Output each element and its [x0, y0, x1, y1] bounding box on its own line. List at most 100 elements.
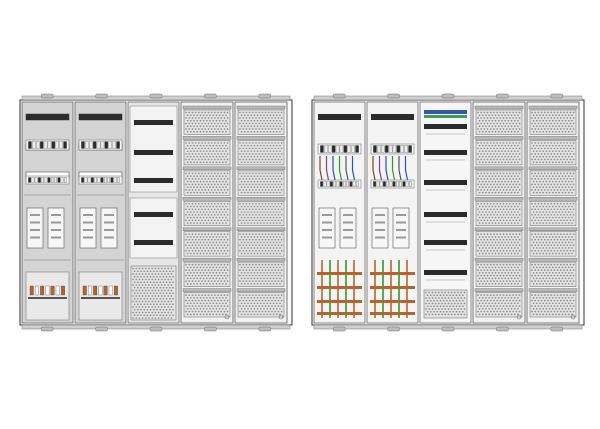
breaker-icon: [51, 141, 56, 149]
breaker-icon: [64, 177, 67, 183]
breaker-row: [317, 179, 362, 189]
breaker-icon: [28, 141, 32, 149]
perforated-panel: [183, 200, 231, 227]
wire: [378, 156, 383, 181]
cable-gland-icon: [40, 326, 54, 332]
meter-display-line: [375, 236, 385, 239]
din-rail: [371, 114, 414, 120]
meter-display-line: [396, 236, 406, 239]
perforated-panel: [423, 289, 468, 319]
cable-gland-icon: [258, 93, 272, 99]
breaker-icon: [82, 285, 87, 296]
meter-block: [100, 207, 118, 249]
meter-display-line: [322, 229, 332, 231]
breaker-icon: [329, 181, 333, 187]
breaker-icon: [400, 145, 404, 153]
wire: [345, 156, 349, 181]
meter-display-line: [343, 229, 353, 231]
din-rail: [25, 113, 70, 121]
rail-cap: [528, 227, 578, 231]
meter-block: [392, 207, 410, 249]
breaker-icon: [386, 181, 389, 187]
cable-gland-row: [40, 93, 272, 99]
screw-icon: [516, 314, 522, 320]
breaker-row: [317, 143, 362, 155]
busbar: [81, 297, 120, 299]
breaker-icon: [110, 177, 114, 183]
breaker-icon: [100, 141, 105, 149]
perforated-panel-bg: [475, 231, 523, 257]
breaker-icon: [408, 145, 412, 153]
screw-icon: [224, 314, 230, 320]
breaker-icon: [50, 285, 55, 296]
breaker-icon: [333, 181, 336, 187]
rails-column-open: [419, 101, 472, 324]
busbar: [317, 272, 362, 275]
rail-cap: [182, 166, 232, 171]
rail-column: [472, 101, 526, 324]
breaker-icon: [347, 145, 351, 153]
breaker-icon: [93, 285, 98, 296]
meter-block: [26, 207, 44, 249]
perforated-panel-bg: [183, 109, 231, 135]
breaker-icon: [98, 285, 103, 296]
perforated-panel: [529, 292, 577, 318]
perforated-panel: [183, 109, 231, 135]
breaker-icon: [392, 145, 397, 153]
din-rail: [134, 120, 173, 125]
wire: [404, 156, 409, 181]
meter-display-line: [30, 221, 40, 224]
breaker-icon: [346, 181, 349, 187]
meter-column: [21, 101, 74, 324]
meter-display-line: [343, 214, 353, 216]
cable-gland-icon: [40, 93, 54, 99]
breaker-row-bg: [78, 175, 123, 185]
perforated-panel-bg: [237, 170, 285, 196]
rail-cap: [182, 288, 232, 292]
din-rail: [424, 124, 467, 129]
breaker-icon: [355, 145, 359, 153]
perforated-panel: [475, 140, 523, 166]
breaker-icon: [114, 285, 118, 296]
wire: [338, 156, 343, 181]
breaker-icon: [113, 177, 117, 183]
breaker-icon: [373, 181, 376, 187]
din-rail: [134, 212, 173, 217]
perforated-panel: [529, 261, 577, 287]
breaker-icon: [382, 181, 386, 187]
perforated-panel: [475, 200, 523, 227]
cable-gland-icon: [149, 326, 163, 332]
perforated-panel-bg: [183, 261, 231, 287]
meter-display-line: [83, 214, 93, 216]
breaker-icon: [32, 141, 36, 149]
rail-cap: [236, 227, 286, 231]
cable-gland-row: [40, 326, 272, 332]
meter-block: [47, 207, 65, 249]
rail-cap: [236, 257, 286, 262]
cable-gland-icon: [204, 93, 217, 99]
rail-cap: [474, 166, 524, 171]
perforated-panel-bg: [237, 292, 285, 318]
breaker-icon: [39, 141, 44, 149]
perforated-panel: [529, 109, 577, 135]
perforated-panel: [475, 292, 523, 318]
cable-gland-icon: [204, 326, 217, 332]
perforated-panel-bg: [529, 140, 577, 166]
busbar: [28, 297, 67, 299]
din-rail: [78, 113, 123, 121]
breaker-icon: [324, 145, 328, 153]
perforated-panel: [475, 261, 523, 287]
breaker-icon: [87, 177, 91, 183]
perforated-panel-bg: [237, 140, 285, 166]
cable-gland-icon: [550, 93, 564, 99]
breaker-icon: [89, 141, 93, 149]
wire: [325, 156, 330, 181]
rail-cap: [528, 288, 578, 292]
cable-gland-icon: [95, 326, 108, 332]
rail-cap: [528, 166, 578, 171]
breaker-row-bg: [25, 139, 70, 151]
cable-gland-icon: [332, 326, 346, 332]
breaker-icon: [40, 285, 45, 296]
breaker-icon: [342, 181, 346, 187]
wire: [332, 156, 336, 181]
